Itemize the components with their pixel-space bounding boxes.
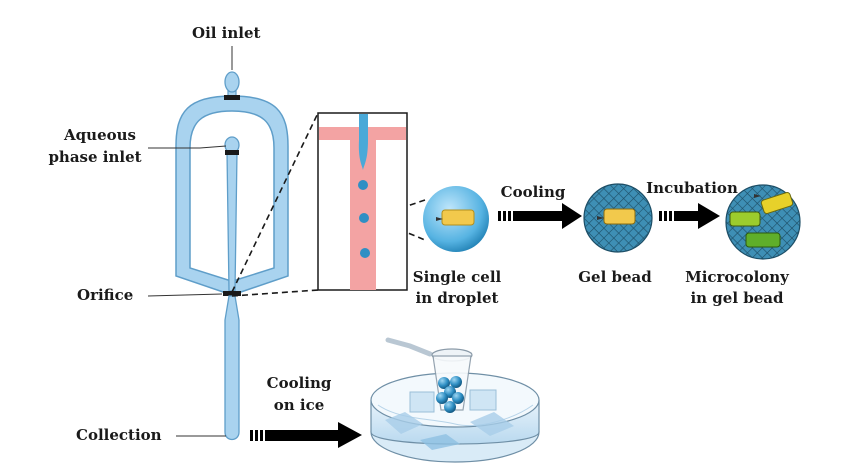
oil-inlet-port [224, 71, 240, 93]
tube-icon [385, 337, 473, 413]
ice-bath-icon [370, 372, 540, 463]
orifice-label: Orifice [77, 286, 134, 304]
zoom-lines [231, 112, 426, 297]
inset-droplet [360, 248, 370, 258]
gel-bead-icon [583, 183, 653, 253]
droplet-icon [423, 186, 489, 252]
cooling-on-ice-label-line1: Cooling [266, 374, 332, 392]
gel-bead-label: Gel bead [578, 268, 652, 286]
cooling-on-ice-label-line2: on ice [273, 396, 325, 414]
single-cell-label-line1: Single cell [412, 268, 502, 286]
microcolony-label-line1: Microcolony [685, 268, 789, 286]
oil-inlet-band [224, 95, 240, 100]
microcolony-label-line2: in gel bead [690, 289, 784, 307]
arrow-cooling [498, 203, 582, 229]
single-cell-label-line2: in droplet [415, 289, 499, 307]
incubation-label: Incubation [646, 179, 738, 197]
orifice-band [223, 291, 241, 296]
inset-droplet [359, 213, 369, 223]
aqueous-channel [226, 151, 238, 292]
collection-channel [224, 295, 240, 441]
oil-inlet-label: Oil inlet [192, 24, 261, 42]
aqueous-label-line1: Aqueous [64, 126, 136, 144]
microfluidic-chip-icon [175, 71, 289, 441]
aqueous-inlet-band [225, 150, 239, 155]
arrow-incubation [659, 203, 720, 229]
microcolony-bead-icon [725, 184, 801, 260]
arrow-cooling-on-ice [250, 422, 362, 448]
leader-lines [147, 46, 233, 437]
aqueous-label-line2: phase inlet [48, 148, 142, 166]
zoom-inset-icon [317, 112, 408, 291]
collection-label: Collection [76, 426, 162, 444]
inset-droplet [358, 180, 368, 190]
cooling-label: Cooling [500, 183, 566, 201]
